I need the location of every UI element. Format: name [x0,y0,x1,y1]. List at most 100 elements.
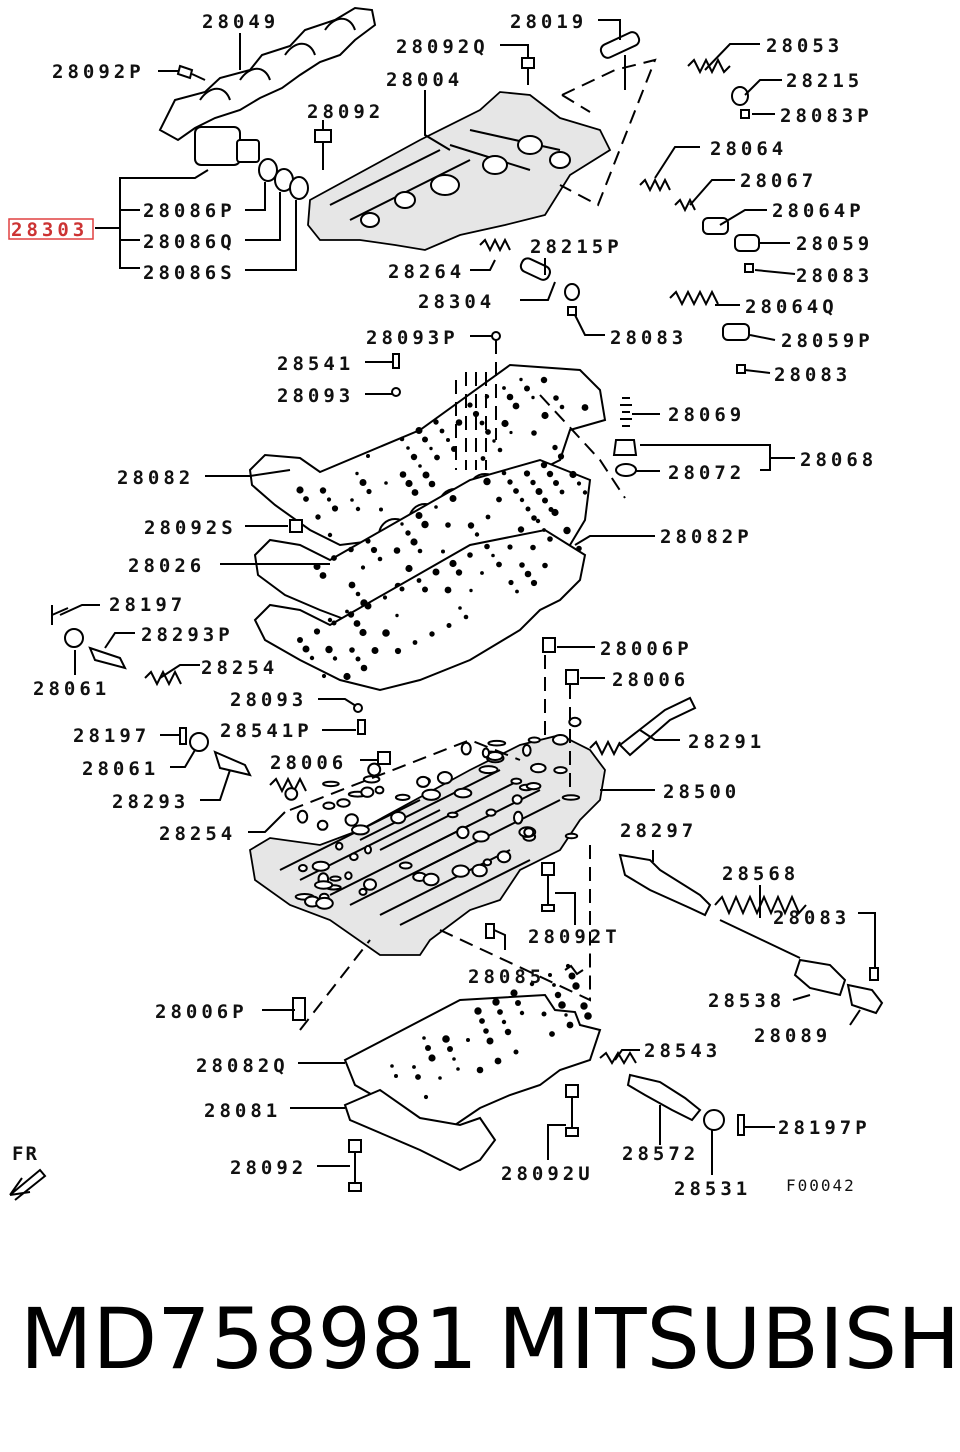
valve-body-passage [311,860,330,872]
plate-hole [379,507,383,512]
label-28568: 28568 [722,863,799,885]
plate-hole [581,404,589,411]
plate-hole [302,645,310,653]
plate-hole [422,586,428,593]
plate-hole [313,628,321,635]
label-28083-b: 28083 [610,327,687,349]
valve-body-passage [421,788,442,801]
plate-hole [484,543,490,550]
label-28093P: 28093P [366,327,459,349]
plate-hole [382,595,388,600]
plate-hole [491,553,495,558]
label-28086P: 28086P [143,200,236,222]
pins-28541P [353,703,391,765]
plate-hole [486,1037,494,1045]
plate-hole [422,1036,426,1040]
label-28064Q: 28064Q [745,296,838,318]
upper-valve-body-28004 [307,91,612,251]
label-28303: 28303 [11,219,88,241]
plate-hole [541,411,549,420]
plate-hole [439,428,445,434]
plate-hole [524,570,532,578]
plate-hole [327,617,333,623]
plate-hole [506,393,514,401]
plate-hole [572,982,580,990]
plate-hole [405,530,411,536]
plate-hole [492,439,496,443]
plate-hole [480,456,486,461]
plate-hole [504,1028,512,1036]
label-28085: 28085 [468,966,545,988]
plate-hole [525,506,531,512]
plate-hole [515,589,519,594]
plate-hole [319,572,327,579]
label-28086Q: 28086Q [143,231,236,253]
plate-hole [501,470,507,476]
plate-hole [548,973,552,977]
plate-hole [394,647,402,655]
valve-body-passage [510,777,523,785]
valve-body-passage [552,734,569,746]
plate-hole [566,1021,574,1029]
plate-hole [467,522,475,529]
plate-hole [434,505,438,509]
lower-valve-body-28500 [249,716,606,956]
plate-hole [552,444,558,451]
plate-hole [405,479,413,488]
plate-hole [530,579,538,587]
valve-body-passage [314,880,334,890]
valve-body-passage [351,824,370,836]
valve-body-passage [374,785,385,795]
plate-hole [501,1019,507,1025]
plate-hole [458,606,462,610]
valve-body-passage [527,736,541,744]
plate-hole [582,490,588,495]
valve-body-passage [322,780,340,788]
plate-hole [393,547,401,554]
plate-hole [485,429,491,435]
label-28081: 28081 [204,1100,281,1122]
valve-body-passage [367,762,382,777]
valve-body-passage [329,875,342,882]
plate-hole [479,420,485,426]
label-28083-d: 28083 [773,907,850,929]
plate-hole [483,477,491,486]
spool-28293P [51,605,182,687]
plate-hole [513,488,519,494]
plate-hole [542,497,548,504]
plate-hole [496,496,502,503]
plate-hole [509,430,513,435]
label-28006-b: 28006 [270,752,347,774]
bolt-28092Q [521,57,535,85]
label-28053: 28053 [766,35,843,57]
plate-hole [519,377,523,382]
plate-hole [355,591,361,597]
label-28293P: 28293P [141,624,234,646]
plate-hole [485,514,491,520]
plate-hole [530,479,536,486]
valve-body-passage [344,871,353,881]
plate-hole [432,568,440,576]
plate-hole [415,427,423,434]
label-28197P: 28197P [778,1117,871,1139]
valve-28572 [599,1051,745,1136]
plate-hole [303,496,309,502]
plate-hole [446,438,450,442]
plate-hole [564,1013,568,1017]
plate-hole [474,1007,482,1015]
plate-hole [519,562,525,568]
pins-28093 [289,331,501,533]
plate-hole [429,631,435,637]
label-28089: 28089 [754,1025,831,1047]
valve-body-passage [416,775,431,788]
bolt-28092U [565,1084,579,1137]
plate-hole [371,647,379,654]
plate-hole [350,498,354,502]
plate-hole [517,526,525,533]
plate-hole [466,1038,470,1042]
plate-hole [416,578,422,583]
label-28254-b: 28254 [159,823,236,845]
plate-28081 [343,1088,497,1172]
plate-hole [349,647,355,653]
plate-hole [331,620,337,626]
